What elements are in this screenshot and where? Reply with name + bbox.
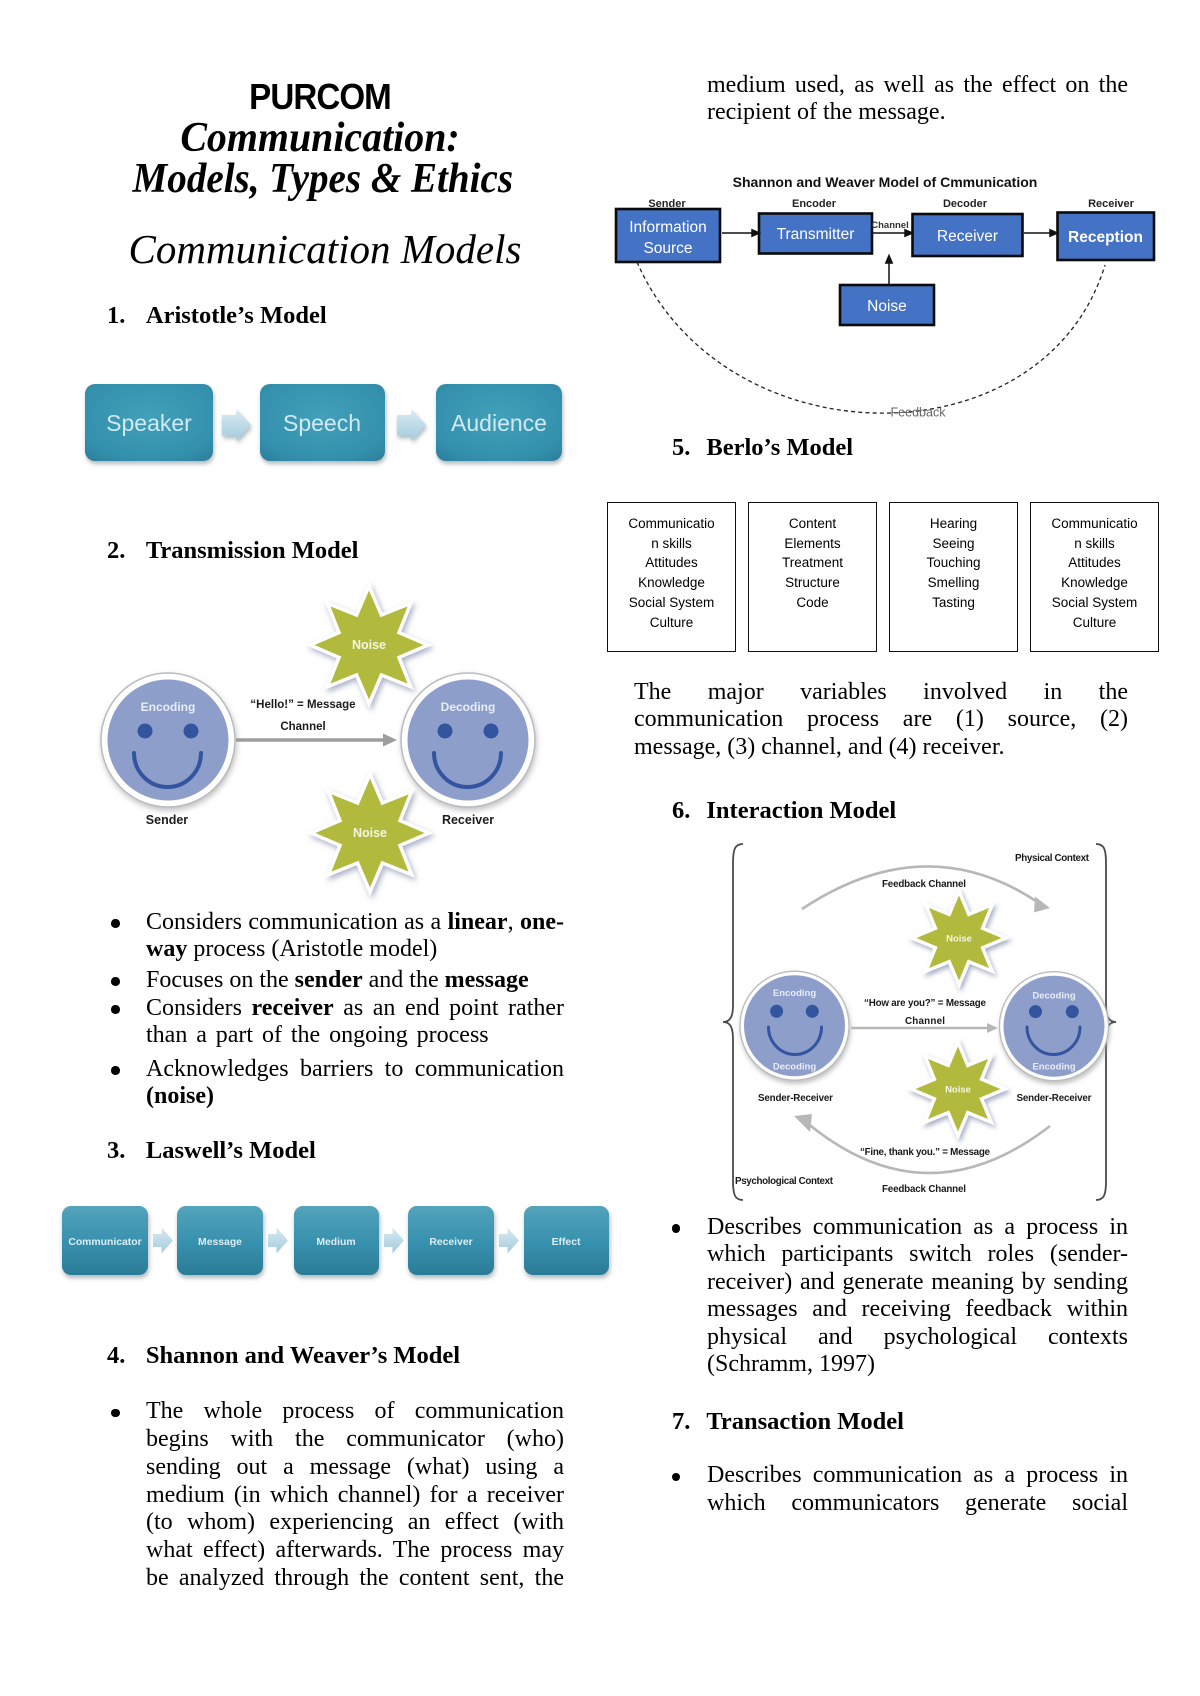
svg-text:Encoder: Encoder (792, 198, 837, 210)
svg-text:Channel: Channel (905, 1016, 945, 1027)
svg-text:Speaker: Speaker (106, 410, 192, 436)
svg-text:Medium: Medium (316, 1237, 355, 1248)
svg-text:“Hello!” = Message: “Hello!” = Message (250, 699, 355, 711)
svg-text:Receiver: Receiver (442, 813, 494, 827)
svg-text:Decoding: Decoding (441, 700, 496, 714)
svg-text:Sender: Sender (146, 813, 189, 827)
svg-text:Noise: Noise (353, 826, 387, 840)
svg-text:Decoder: Decoder (943, 198, 988, 210)
svg-text:Feedback: Feedback (891, 406, 947, 420)
svg-text:Decoding: Decoding (1032, 991, 1075, 1002)
svg-text:Sender-Receiver: Sender-Receiver (758, 1093, 833, 1104)
svg-text:Channel: Channel (871, 220, 908, 231)
svg-text:Audience: Audience (451, 410, 547, 436)
svg-text:Physical Context: Physical Context (1015, 853, 1090, 864)
svg-text:Information: Information (629, 219, 707, 236)
svg-text:Sender: Sender (648, 198, 686, 210)
svg-text:Speech: Speech (283, 410, 361, 436)
svg-text:Receiver: Receiver (429, 1237, 472, 1248)
svg-text:Channel: Channel (280, 721, 325, 733)
svg-text:Shannon and Weaver Model of Cm: Shannon and Weaver Model of Cmmunication (733, 174, 1038, 190)
svg-text:Effect: Effect (552, 1237, 581, 1248)
svg-text:“How are you?” = Message: “How are you?” = Message (864, 998, 987, 1009)
svg-text:Encoding: Encoding (773, 988, 816, 999)
svg-text:Transmitter: Transmitter (777, 226, 855, 243)
svg-text:Receiver: Receiver (937, 228, 998, 245)
svg-text:Encoding: Encoding (141, 700, 196, 714)
svg-text:Encoding: Encoding (1032, 1062, 1075, 1073)
svg-text:Message: Message (198, 1237, 242, 1248)
svg-text:“Fine, thank you.” = Message: “Fine, thank you.” = Message (860, 1147, 991, 1158)
svg-text:Communicator: Communicator (68, 1237, 141, 1248)
svg-text:Reception: Reception (1068, 229, 1143, 246)
svg-text:Noise: Noise (352, 638, 386, 652)
svg-text:Sender-Receiver: Sender-Receiver (1017, 1093, 1092, 1104)
svg-text:Noise: Noise (946, 934, 972, 945)
svg-text:Source: Source (643, 240, 692, 257)
svg-text:Noise: Noise (945, 1085, 971, 1096)
svg-text:Decoding: Decoding (773, 1062, 816, 1073)
svg-text:Receiver: Receiver (1088, 198, 1135, 210)
svg-text:Noise: Noise (867, 298, 907, 315)
svg-text:Feedback Channel: Feedback Channel (882, 879, 966, 890)
svg-text:Psychological Context: Psychological Context (735, 1176, 834, 1187)
svg-text:Feedback Channel: Feedback Channel (882, 1184, 966, 1195)
